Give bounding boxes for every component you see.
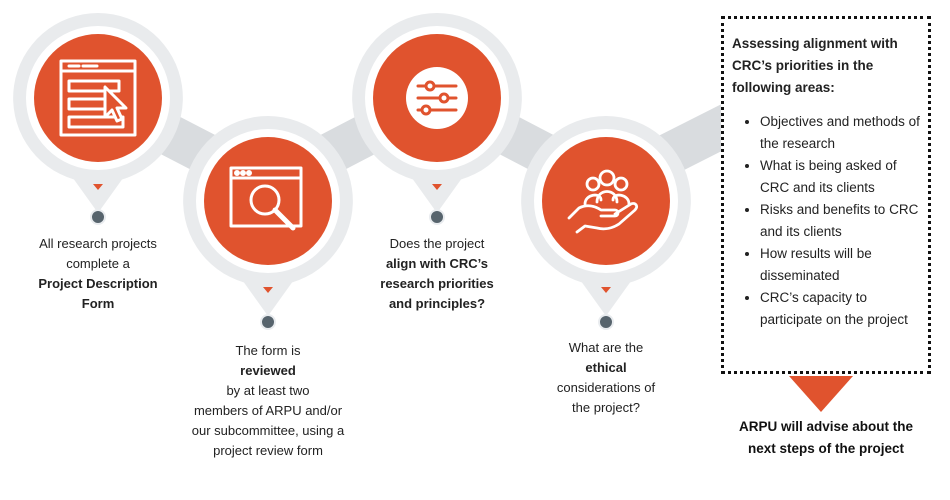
- step-2-caption-line: our subcommittee, using a: [191, 423, 345, 438]
- step-4-caption-line: the project?: [572, 400, 640, 415]
- alignment-box-title: Assessing alignment with CRC’s prioritie…: [732, 36, 898, 95]
- step-2-caption-line: reviewed: [240, 363, 296, 378]
- step-2-caption-line: members of ARPU and/or: [193, 403, 343, 418]
- alignment-criteria-list: Objectives and methods of the researchWh…: [732, 111, 920, 331]
- step-2-caption-line: The form is: [235, 343, 301, 358]
- step-4-pin: [521, 116, 691, 316]
- step-3-dot: [429, 209, 445, 225]
- step-2-caption-line: project review form: [213, 443, 323, 458]
- alignment-criteria-item: Risks and benefits to CRC and its client…: [760, 199, 920, 243]
- step-4-caption: What are the ethical considerations of the …: [516, 338, 696, 418]
- step-2-pin: [183, 116, 353, 316]
- alignment-criteria-item: What is being asked of CRC and its clien…: [760, 155, 920, 199]
- step-4-caption-line: ethical: [585, 360, 627, 375]
- step-3-caption-line: align with CRC’s: [385, 256, 489, 271]
- step-2-dot: [260, 314, 276, 330]
- step-2-caption-line: by at least two: [226, 383, 310, 398]
- step-1-caption-line: complete a: [66, 256, 130, 271]
- step-3-caption: Does the project align with CRC’s research…: [347, 234, 527, 314]
- magnifier-window-icon: [229, 166, 303, 231]
- step-1-caption-line: Form: [81, 296, 115, 311]
- outcome-text: ARPU will advise about the next steps of…: [738, 419, 914, 456]
- step-2-caption: The form is reviewed by at least two member…: [178, 341, 358, 461]
- down-arrow-triangle: [789, 376, 853, 412]
- step-1-caption: All research projects complete a Project D…: [8, 234, 188, 314]
- step-1-caption-line: All research projects: [39, 236, 157, 251]
- step-3-caption-line: and principles?: [388, 296, 486, 311]
- step-1-dot: [90, 209, 106, 225]
- step-1-pin: [13, 13, 183, 213]
- alignment-criteria-item: How results will be disseminated: [760, 243, 920, 287]
- alignment-criteria-box: Assessing alignment with CRC’s prioritie…: [721, 16, 931, 374]
- sliders-icon: [406, 67, 468, 129]
- alignment-criteria-item: Objectives and methods of the research: [760, 111, 920, 155]
- step-3-caption-line: Does the project: [389, 236, 485, 251]
- alignment-criteria-item: CRC’s capacity to participate on the pro…: [760, 287, 920, 331]
- step-3-pin: [352, 13, 522, 213]
- step-4-dot: [598, 314, 614, 330]
- step-3-caption-line: research priorities: [380, 276, 494, 291]
- form-cursor-icon: [59, 59, 137, 137]
- hand-people-icon: [567, 169, 639, 234]
- step-4-caption-line: considerations of: [556, 380, 656, 395]
- step-1-caption-line: Project Description: [38, 276, 158, 291]
- step-4-caption-line: What are the: [568, 340, 644, 355]
